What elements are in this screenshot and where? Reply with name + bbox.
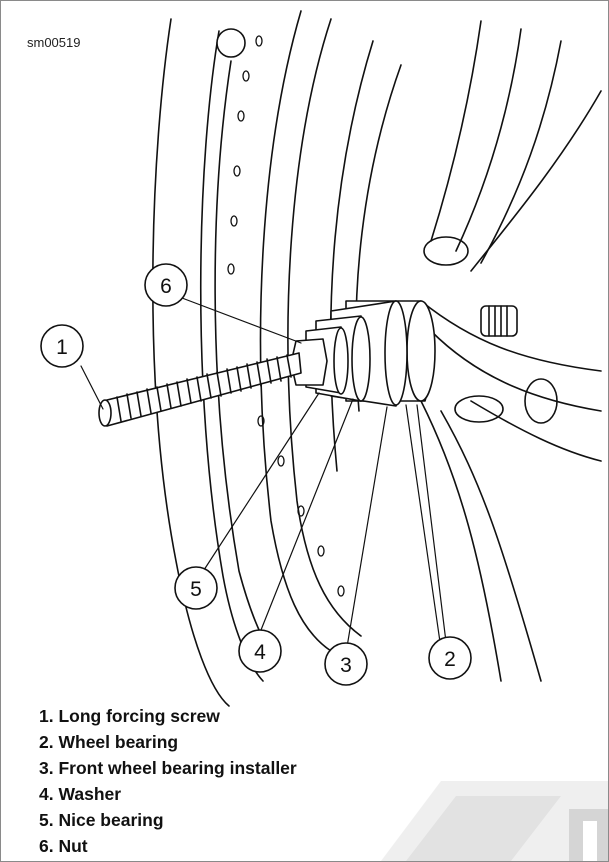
legend-number: 2. [39,732,54,752]
legend-label: Wheel bearing [58,732,179,752]
bearing-installer-assembly [290,300,436,407]
callout-1 [40,324,84,368]
figure-id: sm00519 [27,35,81,50]
callout-5 [174,566,218,610]
legend-item: 6. Nut [39,833,297,859]
callout-label-2: 2 [444,648,456,671]
leader-lines [80,297,447,654]
legend-label: Front wheel bearing installer [58,758,297,778]
callout-label-6: 6 [160,275,172,298]
legend-number: 1. [39,706,54,726]
legend-item: 1. Long forcing screw [39,703,297,729]
legend-label: Long forcing screw [58,706,220,726]
callout-3 [324,642,368,686]
legend-number: 5. [39,810,54,830]
callout-label-1: 1 [56,336,68,359]
callout-4 [238,629,282,673]
callout-label-5: 5 [190,578,202,601]
legend-item: 4. Washer [39,781,297,807]
wheel-spokes [420,20,602,682]
legend-label: Nice bearing [58,810,164,830]
legend-item: 2. Wheel bearing [39,729,297,755]
callout-2 [428,636,472,680]
legend-label: Nut [58,836,88,856]
callout-6 [144,263,188,307]
legend-item: 3. Front wheel bearing installer [39,755,297,781]
legend-number: 6. [39,836,54,856]
legend-label: Washer [58,784,122,804]
legend-number: 3. [39,758,54,778]
callout-label-3: 3 [340,654,352,677]
long-forcing-screw [98,352,302,427]
parts-legend: 1. Long forcing screw 2. Wheel bearing 3… [39,703,297,859]
watermark-logo [381,781,608,861]
callout-circles [40,263,472,686]
legend-item: 5. Nice bearing [39,807,297,833]
disc-holes [227,35,345,597]
callout-label-4: 4 [254,641,266,664]
callout-numbers: 1 6 5 4 3 2 [56,275,456,677]
legend-number: 4. [39,784,54,804]
hub-stud [216,28,518,337]
